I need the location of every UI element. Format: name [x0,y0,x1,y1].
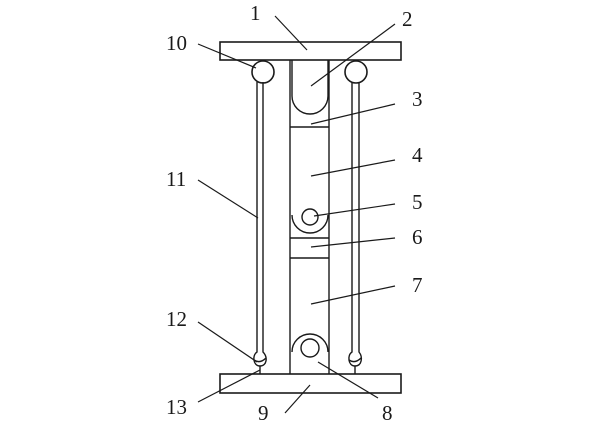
leader-lines [197,15,396,414]
central-column [289,60,330,374]
right-cable [351,82,360,346]
label-5: 5 [412,190,423,214]
right-pulley [344,60,368,84]
top-pulley-housing [291,60,329,115]
bottom-roller [300,338,320,358]
label-8: 8 [382,401,393,425]
label-9: 9 [258,401,269,425]
label-1: 1 [250,1,261,25]
label-12: 12 [166,307,187,331]
left-hook [253,346,267,374]
label-7: 7 [412,273,423,297]
label-11: 11 [166,167,186,191]
bottom-plate [219,373,402,394]
middle-joint-arc [291,214,329,234]
left-pulley [251,60,275,84]
label-3: 3 [412,87,423,111]
left-cable [256,82,264,346]
middle-pin [301,208,319,226]
label-4: 4 [412,143,423,167]
label-10: 10 [166,31,187,55]
label-13: 13 [166,395,187,419]
top-plate [219,41,402,61]
bottom-roller-housing [291,333,329,353]
right-hook [348,346,363,374]
label-6: 6 [412,225,423,249]
label-2: 2 [402,7,413,31]
